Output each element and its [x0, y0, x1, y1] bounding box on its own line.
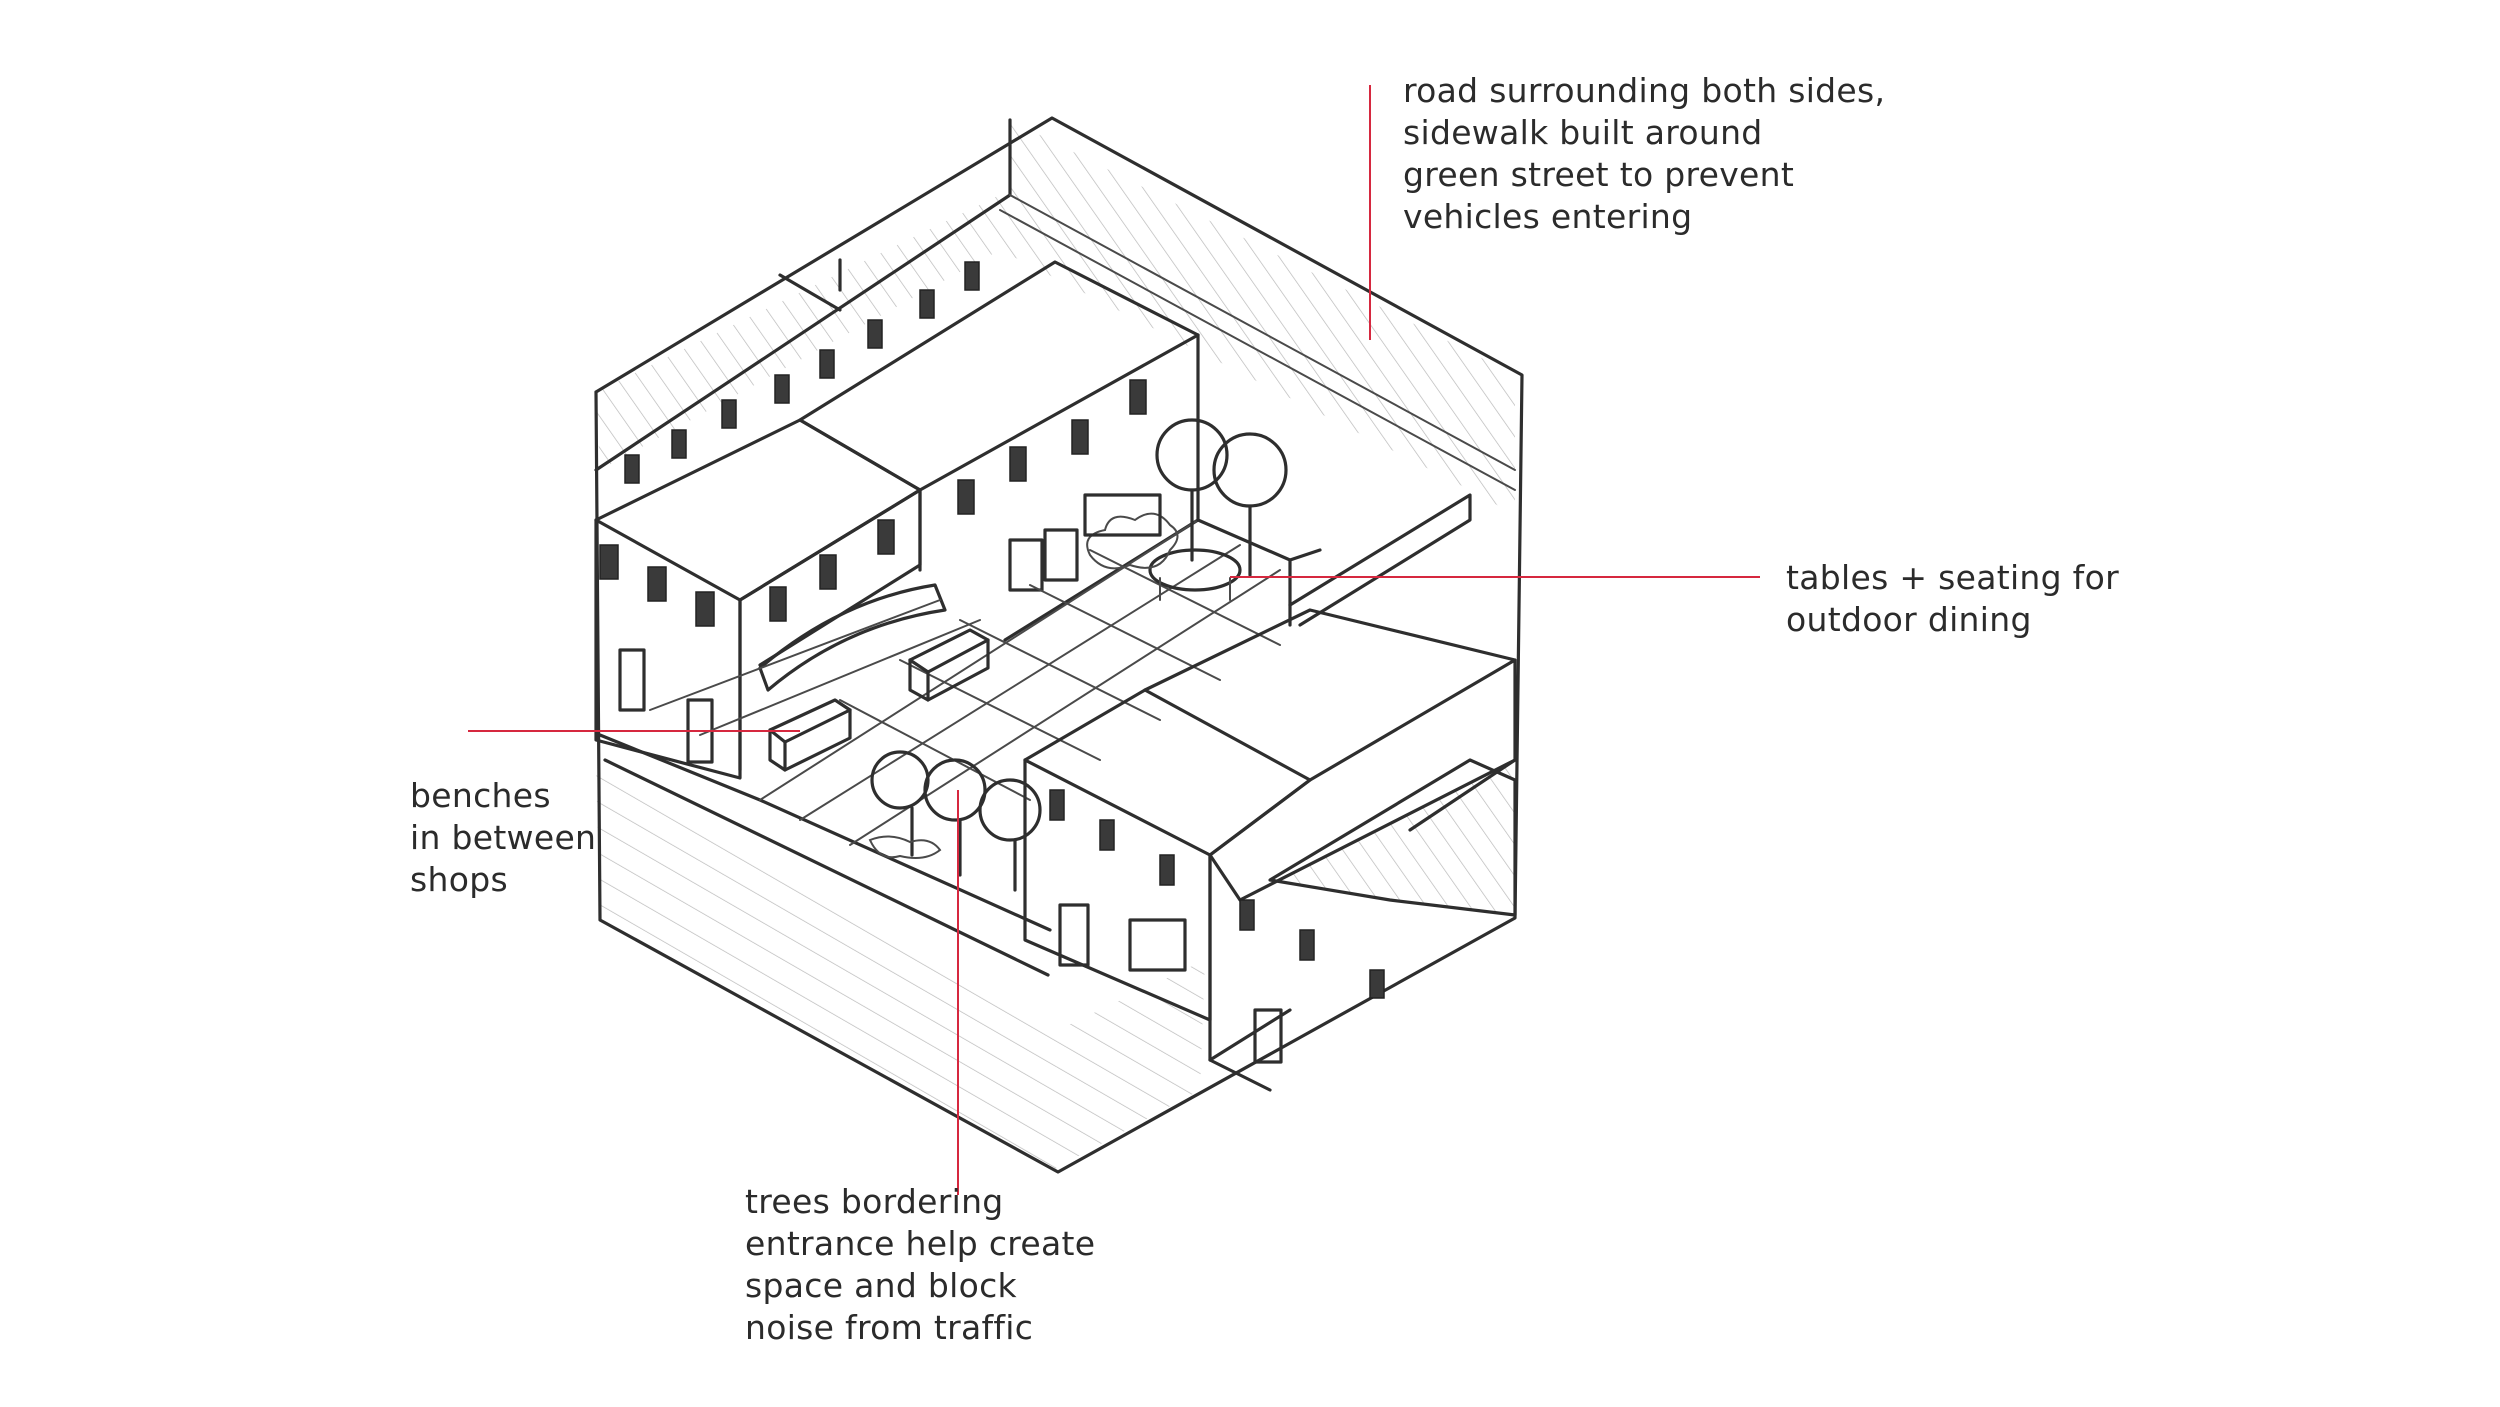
dining-tables [1083, 493, 1242, 601]
road-surfaces [596, 120, 1515, 1170]
building-windows [599, 261, 1147, 627]
trees-annotation-line-2: entrance help create [745, 1224, 1096, 1263]
trees [868, 418, 1288, 892]
road-annotation-line-4: vehicles entering [1403, 197, 1693, 236]
road-annotation: road surrounding both sides, sidewalk bu… [1403, 70, 1885, 238]
road-annotation-line-1: road surrounding both sides, [1403, 71, 1886, 110]
trees-annotation: trees bordering entrance help create spa… [745, 1181, 1095, 1349]
annotation-leaders [468, 85, 1760, 1195]
trees-annotation-line-3: space and block [745, 1266, 1017, 1305]
rear-buildings [594, 118, 1516, 491]
trees-annotation-line-1: trees bordering [745, 1182, 1004, 1221]
benches-annotation: benches in between shops [410, 775, 596, 901]
benches [768, 628, 990, 772]
right-building [1023, 608, 1517, 1092]
tables-annotation: tables + seating for outdoor dining [1786, 557, 2119, 641]
road-annotation-line-2: sidewalk built around [1403, 113, 1763, 152]
left-building [594, 260, 1200, 780]
site-hexagon [594, 116, 1524, 1174]
plaza-paving [598, 493, 1472, 977]
benches-annotation-line-1: benches [410, 776, 551, 815]
tables-annotation-line-1: tables + seating for [1786, 558, 2119, 597]
benches-annotation-line-2: in between [410, 818, 597, 857]
tables-annotation-line-2: outdoor dining [1786, 600, 2032, 639]
road-annotation-line-3: green street to prevent [1403, 155, 1795, 194]
benches-annotation-line-3: shops [410, 860, 508, 899]
trees-annotation-line-4: noise from traffic [745, 1308, 1034, 1347]
